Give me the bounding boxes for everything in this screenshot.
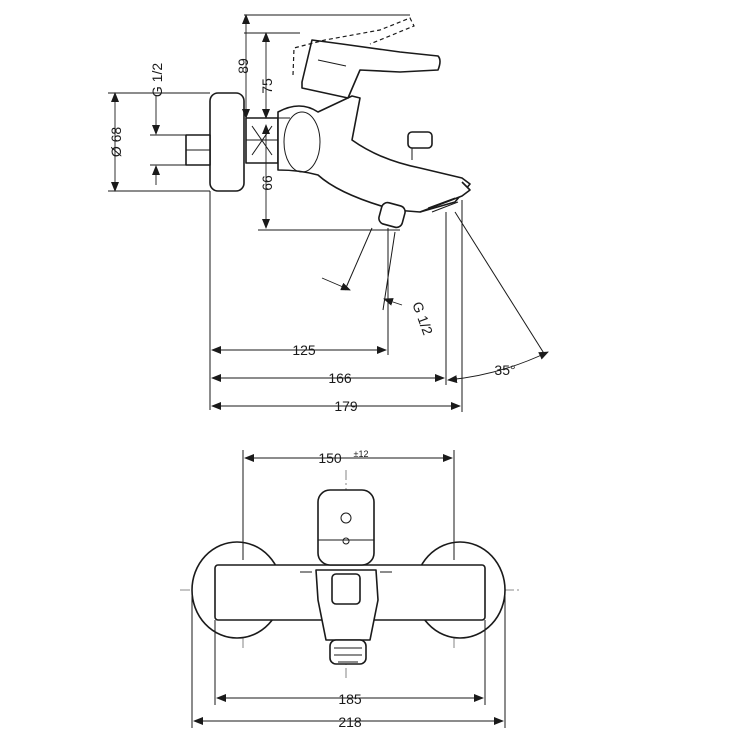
dim-179: 179 bbox=[334, 398, 358, 414]
dim-66: 66 bbox=[259, 175, 275, 191]
dim-150-tolerance: ±12 bbox=[354, 449, 369, 459]
thread-inlet-label: G 1/2 bbox=[149, 63, 165, 97]
dim-diameter-68: Ø 68 bbox=[108, 127, 124, 158]
diverter-knob bbox=[407, 131, 433, 149]
dim-89: 89 bbox=[235, 58, 251, 74]
side-view: 89 75 66 Ø 68 G 1/2 G 1/2 125 166 179 35… bbox=[108, 14, 549, 414]
handle-front bbox=[317, 489, 375, 566]
mixer-body bbox=[277, 95, 471, 213]
dim-150: 150 bbox=[318, 450, 342, 466]
diverter-front bbox=[331, 573, 361, 605]
lever-alternate-position bbox=[292, 17, 415, 76]
lever-handle bbox=[301, 39, 441, 99]
dim-218: 218 bbox=[338, 714, 362, 730]
dim-185: 185 bbox=[338, 691, 362, 707]
wall-flange bbox=[209, 92, 245, 192]
aerator bbox=[419, 181, 471, 213]
dim-125: 125 bbox=[292, 342, 316, 358]
angle-35: 35° bbox=[494, 362, 515, 378]
front-view: 150 ±12 185 218 bbox=[180, 449, 520, 730]
shower-outlet bbox=[378, 201, 406, 229]
dim-75: 75 bbox=[259, 78, 275, 94]
dim-166: 166 bbox=[328, 370, 352, 386]
thread-outlet-label: G 1/2 bbox=[409, 299, 436, 337]
aerator-front bbox=[329, 639, 367, 665]
